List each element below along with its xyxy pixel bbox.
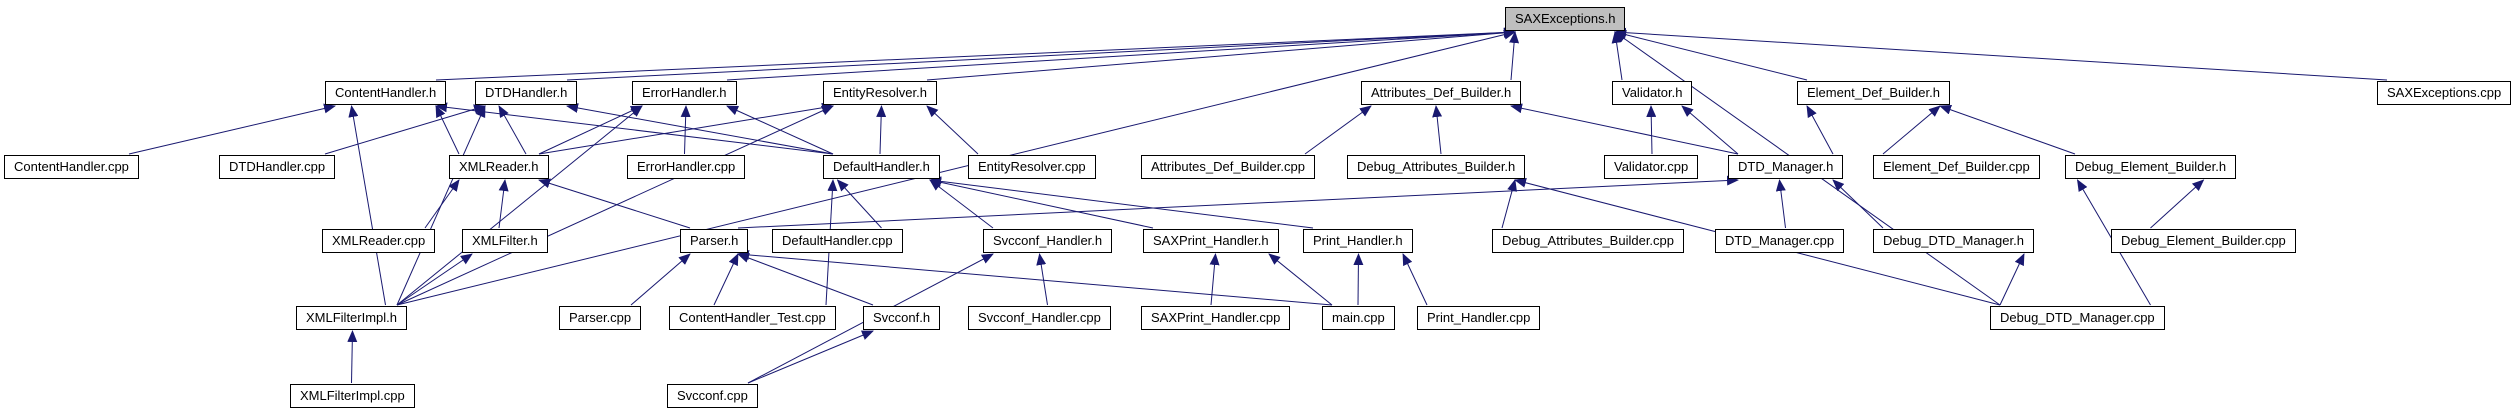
graph-node-print-handler-cpp[interactable]: Print_Handler.cpp <box>1417 306 1541 330</box>
include-edge <box>737 253 874 306</box>
include-edge <box>347 330 358 384</box>
include-edge <box>396 253 473 306</box>
include-edge <box>1501 179 1517 229</box>
include-edge <box>836 179 882 229</box>
include-edge <box>498 179 509 229</box>
graph-node-attributes-def-builder-cpp[interactable]: Attributes_Def_Builder.cpp <box>1141 155 1315 179</box>
include-edge <box>424 179 460 229</box>
graph-node-svcconf-h[interactable]: Svcconf.h <box>863 306 941 330</box>
graph-node-attributes-def-builder-h[interactable]: Attributes_Def_Builder.h <box>1361 81 1522 105</box>
include-edge <box>435 27 1516 81</box>
include-edge <box>1614 27 2388 81</box>
include-edge <box>1882 105 1941 155</box>
include-edge <box>1611 31 1623 81</box>
graph-node-entityresolver-h[interactable]: EntityResolver.h <box>823 81 937 105</box>
include-edge <box>929 177 1154 229</box>
graph-node-main-cpp[interactable]: main.cpp <box>1322 306 1395 330</box>
include-edge <box>396 105 643 306</box>
include-edge <box>1432 105 1443 155</box>
graph-node-xmlfilterimpl-h[interactable]: XMLFilterImpl.h <box>296 306 408 330</box>
graph-node-saxprint-handler-cpp[interactable]: SAXPrint_Handler.cpp <box>1141 306 1291 330</box>
include-edge <box>1510 103 1739 155</box>
graph-node-svcconf-handler-cpp[interactable]: Svcconf_Handler.cpp <box>968 306 1111 330</box>
graph-node-dtdhandler-cpp[interactable]: DTDHandler.cpp <box>219 155 336 179</box>
include-edge <box>1999 253 2025 306</box>
include-edge <box>498 105 527 155</box>
include-edge <box>566 103 834 155</box>
include-edge <box>1806 105 1834 155</box>
graph-node-errorhandler-cpp[interactable]: ErrorHandler.cpp <box>627 155 746 179</box>
graph-node-errorhandler-h[interactable]: ErrorHandler.h <box>632 81 737 105</box>
edges-group <box>128 27 2388 384</box>
graph-node-debug-dtd-manager-cpp[interactable]: Debug_DTD_Manager.cpp <box>1990 306 2165 330</box>
include-edge <box>713 253 739 306</box>
include-edge <box>1036 253 1048 306</box>
include-edge <box>1939 104 2076 155</box>
graph-node-contenthandler-test-cpp[interactable]: ContentHandler_Test.cpp <box>669 306 836 330</box>
include-edge <box>737 175 1739 229</box>
include-edge <box>324 104 486 155</box>
graph-node-saxexceptions-cpp[interactable]: SAXExceptions.cpp <box>2377 81 2512 105</box>
include-edge <box>876 105 887 155</box>
graph-node-contenthandler-h[interactable]: ContentHandler.h <box>325 81 447 105</box>
graph-node-debug-attributes-builder-h[interactable]: Debug_Attributes_Builder.h <box>1347 155 1526 179</box>
include-edge <box>926 105 979 155</box>
include-edge <box>1304 105 1372 155</box>
include-edge <box>538 102 834 155</box>
include-edge <box>926 27 1516 81</box>
include-edge <box>726 27 1516 81</box>
include-edge <box>1353 253 1364 306</box>
graph-node-defaulthandler-cpp[interactable]: DefaultHandler.cpp <box>772 229 903 253</box>
graph-node-xmlreader-cpp[interactable]: XMLReader.cpp <box>322 229 436 253</box>
include-edge <box>566 27 1516 81</box>
graph-node-saxexceptions-h[interactable]: SAXExceptions.h <box>1505 7 1626 31</box>
include-edge <box>1509 31 1520 81</box>
graph-node-xmlreader-h[interactable]: XMLReader.h <box>449 155 549 179</box>
graph-node-defaulthandler-h[interactable]: DefaultHandler.h <box>823 155 940 179</box>
graph-node-parser-h[interactable]: Parser.h <box>680 229 749 253</box>
graph-node-print-handler-h[interactable]: Print_Handler.h <box>1303 229 1413 253</box>
include-edge <box>538 105 643 155</box>
include-edge <box>435 102 834 155</box>
graph-node-dtdhandler-h[interactable]: DTDHandler.h <box>475 81 578 105</box>
graph-node-dtd-manager-h[interactable]: DTD_Manager.h <box>1728 155 1844 179</box>
graph-node-validator-cpp[interactable]: Validator.cpp <box>1604 155 1699 179</box>
include-edge <box>737 249 1333 306</box>
graph-node-xmlfilterimpl-cpp[interactable]: XMLFilterImpl.cpp <box>290 384 415 408</box>
graph-node-debug-attributes-builder-cpp[interactable]: Debug_Attributes_Builder.cpp <box>1492 229 1685 253</box>
graph-node-dtd-manager-cpp[interactable]: DTD_Manager.cpp <box>1715 229 1845 253</box>
graph-node-contenthandler-cpp[interactable]: ContentHandler.cpp <box>4 155 139 179</box>
include-edge <box>128 103 336 155</box>
graph-node-debug-element-builder-cpp[interactable]: Debug_Element_Builder.cpp <box>2111 229 2296 253</box>
graph-node-debug-element-builder-h[interactable]: Debug_Element_Builder.h <box>2065 155 2237 179</box>
graph-node-xmlfilter-h[interactable]: XMLFilter.h <box>462 229 548 253</box>
include-edge <box>630 253 691 306</box>
graph-node-svcconf-handler-h[interactable]: Svcconf_Handler.h <box>983 229 1113 253</box>
include-edge <box>929 176 1314 229</box>
graph-node-svcconf-cpp[interactable]: Svcconf.cpp <box>667 384 758 408</box>
include-edge <box>435 105 460 155</box>
include-edge <box>396 105 834 306</box>
include-edge <box>1775 179 1786 229</box>
graph-node-element-def-builder-cpp[interactable]: Element_Def_Builder.cpp <box>1873 155 2040 179</box>
include-edge <box>1681 105 1739 155</box>
include-edge <box>1209 253 1220 306</box>
include-edge <box>1402 253 1428 306</box>
include-edge <box>2150 179 2205 229</box>
include-edge <box>747 330 874 384</box>
graph-node-entityresolver-cpp[interactable]: EntityResolver.cpp <box>968 155 1096 179</box>
graph-node-validator-h[interactable]: Validator.h <box>1612 81 1693 105</box>
include-edge <box>396 29 1516 306</box>
include-edge <box>1646 105 1657 155</box>
graph-node-saxprint-handler-h[interactable]: SAXPrint_Handler.h <box>1143 229 1279 253</box>
include-edge <box>1832 179 1884 229</box>
include-edge <box>1268 253 1333 306</box>
include-edge <box>1614 29 1808 81</box>
include-edge <box>348 105 386 306</box>
include-edge <box>538 178 691 229</box>
graph-node-parser-cpp[interactable]: Parser.cpp <box>559 306 642 330</box>
graph-node-element-def-builder-h[interactable]: Element_Def_Builder.h <box>1797 81 1950 105</box>
graph-node-debug-dtd-manager-h[interactable]: Debug_DTD_Manager.h <box>1873 229 2034 253</box>
